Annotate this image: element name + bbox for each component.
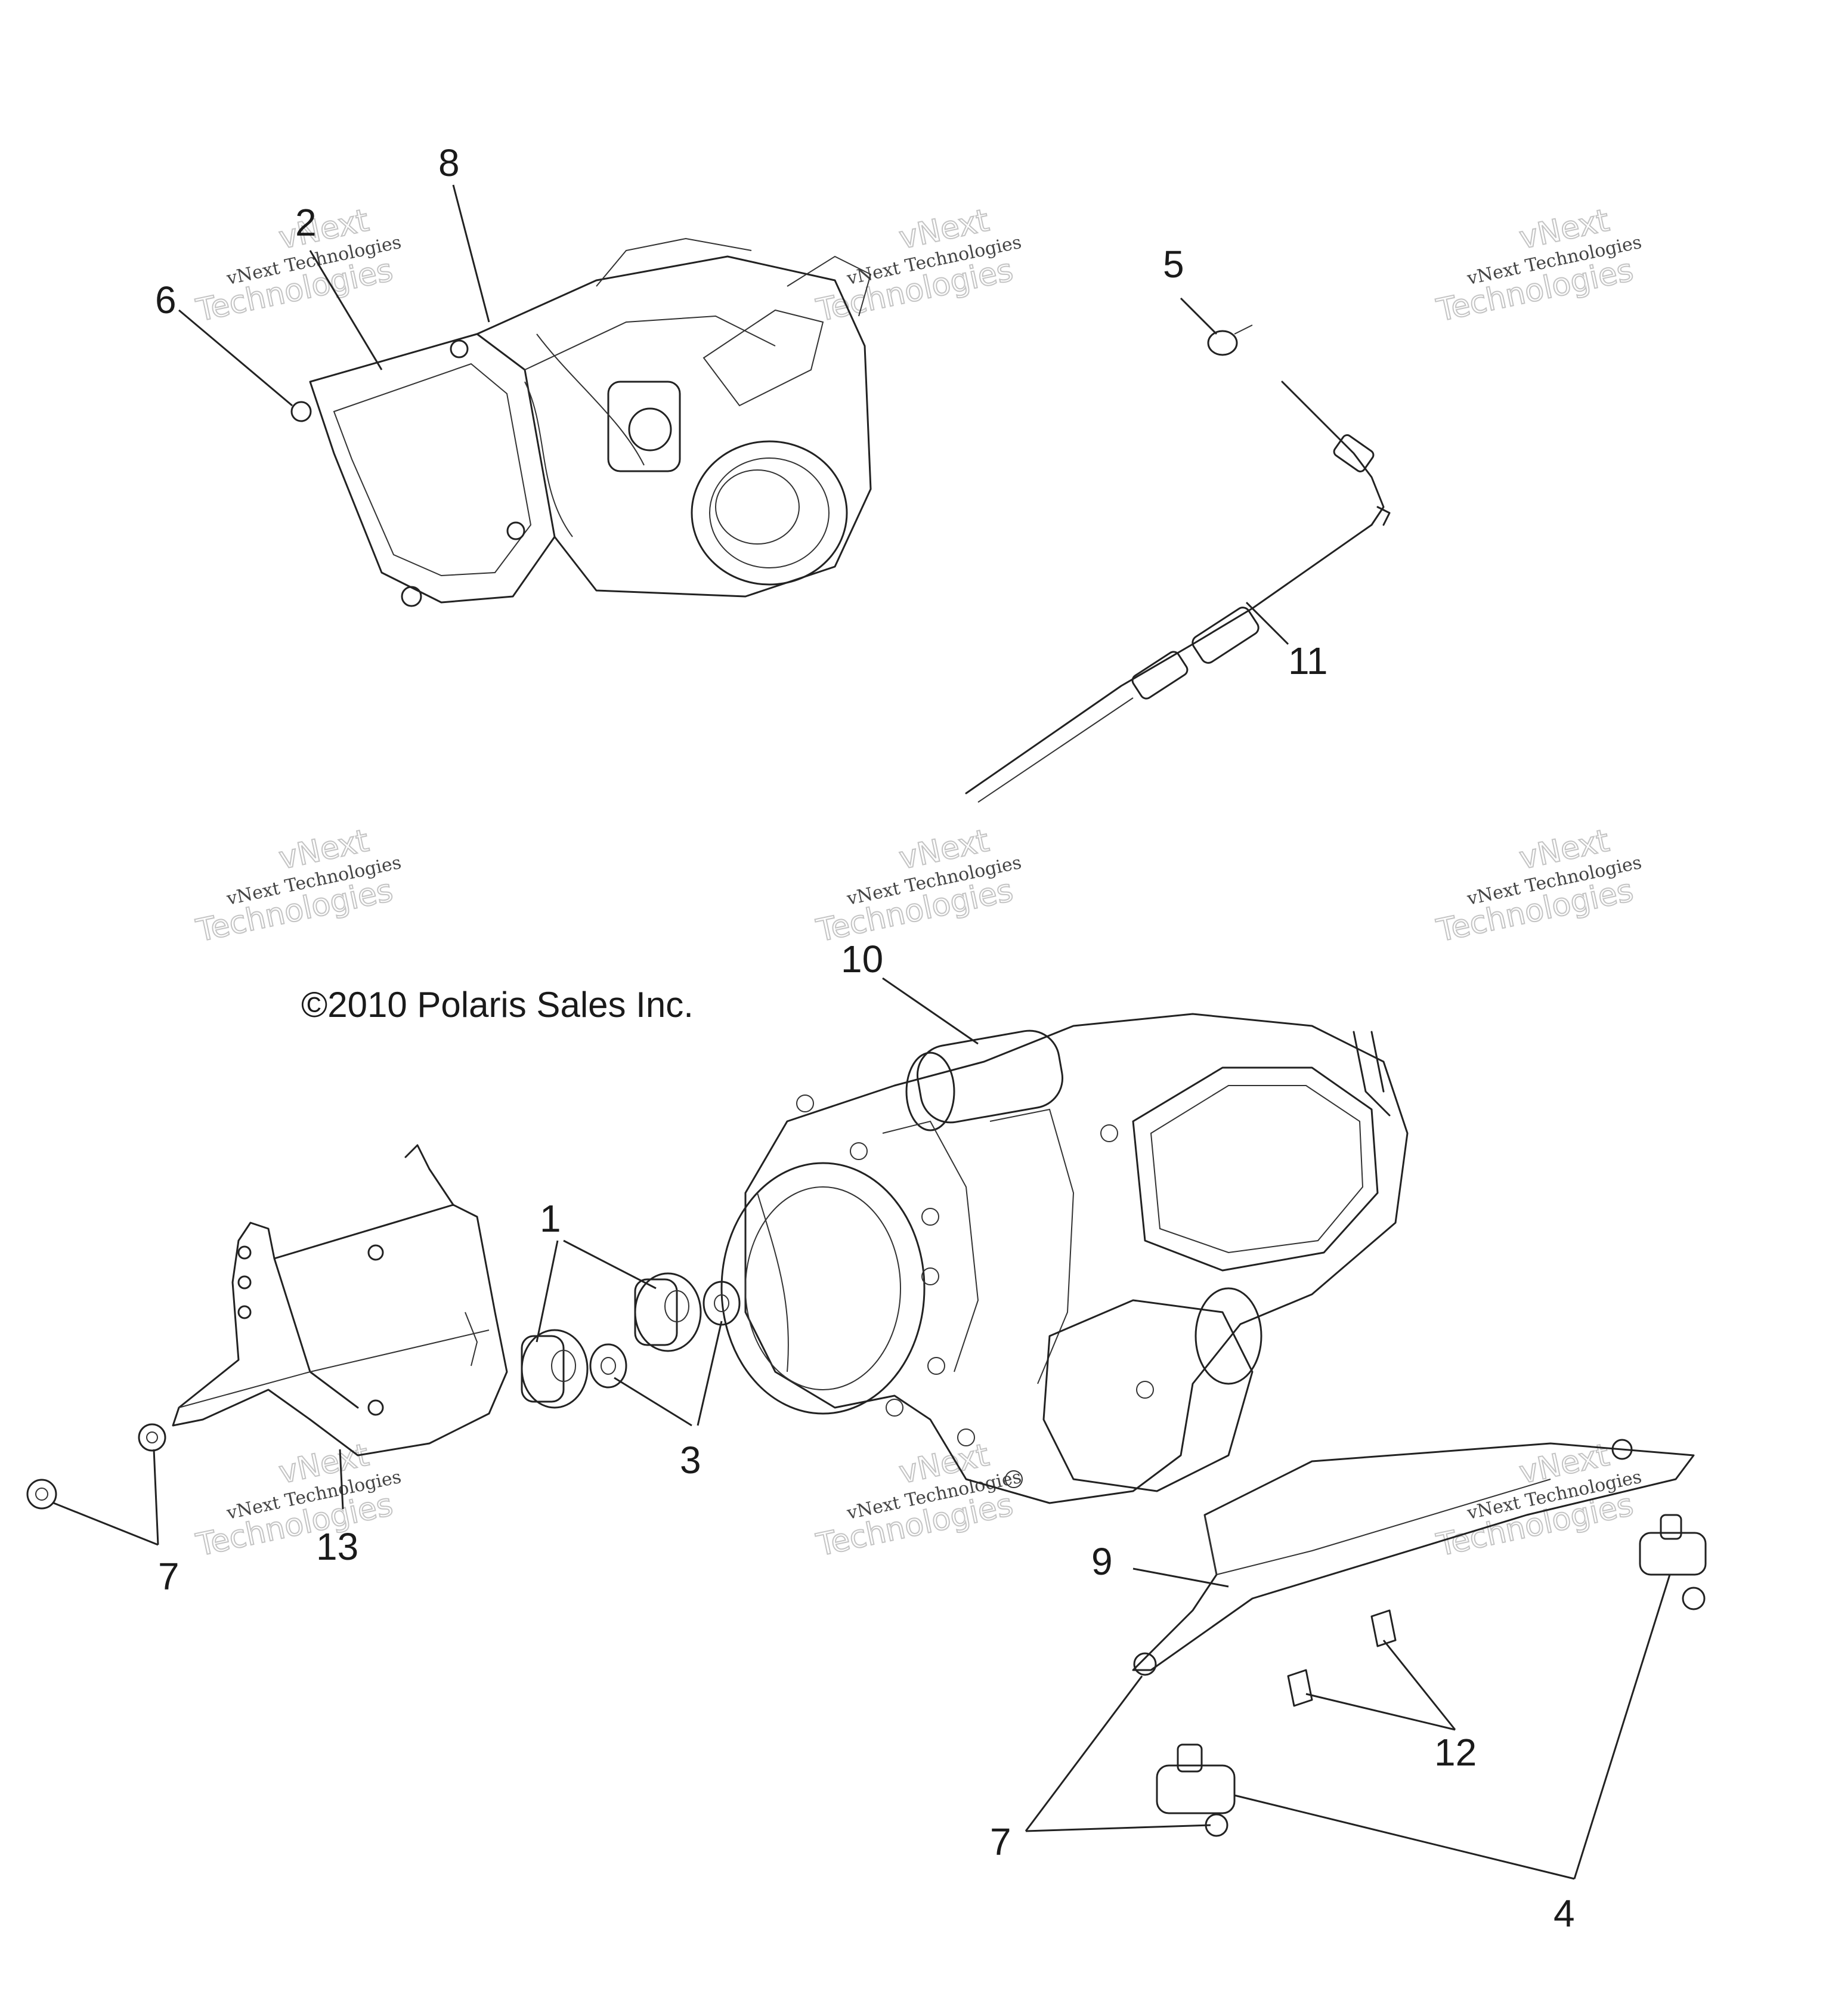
callout-1: 1 <box>540 1197 561 1240</box>
watermark: vNext vNext Technologies Technologies <box>193 1437 403 1564</box>
callout-7-left: 7 <box>158 1555 180 1598</box>
watermark: vNext vNext Technologies Technologies <box>193 823 403 950</box>
engine-mounts-illustration <box>521 1272 741 1409</box>
callout-2: 2 <box>295 201 317 244</box>
throttle-cable-illustration <box>965 324 1391 803</box>
engine-illustration <box>720 1013 1409 1504</box>
callout-10: 10 <box>841 938 883 981</box>
nuts-illustration <box>26 1423 166 1510</box>
watermark: vNext vNext Technologies Technologies <box>813 823 1023 950</box>
callout-6: 6 <box>155 279 177 321</box>
callout-4: 4 <box>1554 1892 1575 1935</box>
callout-9: 9 <box>1091 1540 1113 1583</box>
watermark: vNext vNext Technologies Technologies <box>813 202 1023 330</box>
callout-3: 3 <box>680 1439 701 1482</box>
front-mount-bracket-illustration <box>172 1144 508 1457</box>
callout-5: 5 <box>1163 243 1184 286</box>
copyright-notice: ©2010 Polaris Sales Inc. <box>301 985 694 1025</box>
callout-8: 8 <box>438 141 460 184</box>
rear-mount-plate-illustration <box>1132 1439 1707 1837</box>
watermark: vNext vNext Technologies Technologies <box>1433 202 1644 330</box>
callout-13: 13 <box>316 1525 358 1568</box>
leader-lines <box>53 184 1671 1880</box>
watermark: vNext vNext Technologies Technologies <box>813 1437 1023 1564</box>
callout-12: 12 <box>1434 1731 1477 1774</box>
watermark: vNext vNext Technologies Technologies <box>1433 823 1644 950</box>
throttle-body-illustration <box>290 237 872 607</box>
callout-7-right: 7 <box>990 1820 1011 1863</box>
callout-11: 11 <box>1288 639 1327 682</box>
